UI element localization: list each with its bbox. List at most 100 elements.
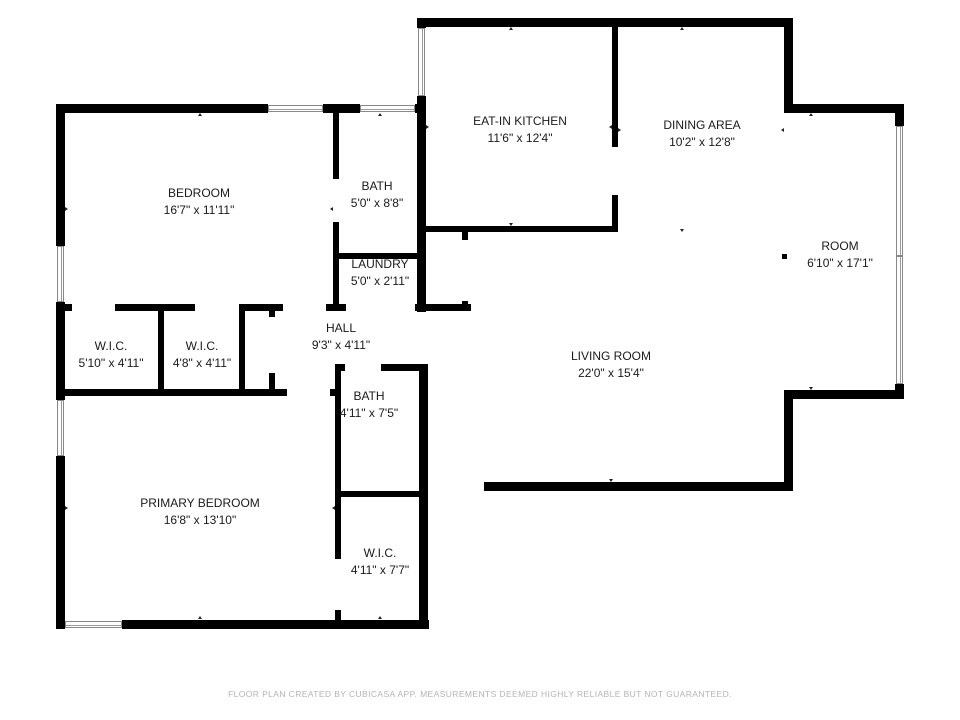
window bbox=[65, 621, 122, 628]
wall bbox=[422, 226, 618, 232]
room-name: HALL bbox=[325, 321, 357, 335]
wall bbox=[326, 304, 346, 311]
room-name: ROOM bbox=[821, 239, 859, 253]
measure-marker bbox=[65, 207, 68, 211]
room-name: EAT-IN KITCHEN bbox=[473, 114, 567, 128]
wall bbox=[339, 253, 421, 259]
wall bbox=[330, 389, 339, 396]
wall bbox=[335, 364, 345, 371]
wall bbox=[56, 104, 65, 246]
measure-marker bbox=[65, 506, 68, 510]
room-dimensions: 5'0" x 2'11" bbox=[350, 274, 410, 288]
wall bbox=[333, 222, 339, 311]
measure-marker bbox=[198, 616, 202, 619]
wall bbox=[239, 304, 245, 394]
room-dimensions: 4'11" x 7'7" bbox=[350, 563, 410, 577]
room-label-bath-lower: BATH 4'11" x 7'5" bbox=[340, 388, 398, 422]
window bbox=[268, 105, 323, 112]
measure-marker bbox=[330, 207, 333, 211]
room-name: LIVING ROOM bbox=[570, 349, 652, 363]
measure-marker bbox=[680, 27, 684, 30]
wall bbox=[784, 390, 904, 399]
wall bbox=[417, 18, 793, 27]
room-name: PRIMARY BEDROOM bbox=[140, 496, 260, 510]
measure-marker bbox=[332, 506, 335, 510]
room-name: W.I.C. bbox=[94, 339, 128, 353]
room-dimensions: 16'8" x 13'10" bbox=[163, 513, 237, 527]
room-label-bath-upper: BATH 5'0" x 8'8" bbox=[351, 178, 403, 212]
window bbox=[418, 28, 425, 96]
wall bbox=[381, 364, 428, 371]
room-name: BATH bbox=[361, 179, 393, 193]
measure-marker bbox=[609, 479, 613, 482]
measure-marker bbox=[509, 223, 513, 226]
room-dimensions: 6'10" x 17'1" bbox=[807, 256, 873, 270]
room-label-room: ROOM 6'10" x 17'1" bbox=[807, 238, 873, 272]
wall bbox=[784, 390, 793, 491]
room-dimensions: 9'3" x 4'11" bbox=[311, 338, 371, 352]
measure-marker bbox=[426, 125, 429, 129]
wall bbox=[612, 195, 618, 232]
wall bbox=[335, 610, 341, 624]
wall bbox=[269, 311, 275, 317]
wall bbox=[239, 304, 283, 311]
measure-marker bbox=[198, 113, 202, 116]
disclaimer-footer: FLOOR PLAN CREATED BY CUBICASA APP. MEAS… bbox=[228, 689, 732, 699]
window bbox=[896, 126, 903, 256]
wall bbox=[784, 104, 904, 113]
room-name: W.I.C. bbox=[185, 339, 219, 353]
wall bbox=[333, 113, 339, 179]
wall bbox=[895, 104, 904, 126]
wall bbox=[424, 482, 428, 491]
wall bbox=[158, 304, 164, 394]
window bbox=[896, 256, 903, 384]
wall bbox=[462, 232, 468, 240]
room-dimensions: 22'0" x 15'4" bbox=[578, 366, 644, 380]
measure-marker bbox=[618, 128, 621, 132]
measure-marker bbox=[609, 125, 612, 129]
wall bbox=[335, 364, 341, 559]
measure-marker bbox=[509, 27, 513, 30]
room-label-wic-2: W.I.C. 4'8" x 4'11" bbox=[173, 338, 231, 372]
room-dimensions: 11'6" x 12'4" bbox=[487, 131, 553, 145]
measure-marker bbox=[809, 113, 813, 116]
measure-marker bbox=[378, 113, 382, 116]
room-label-wic-3: W.I.C. 4'11" x 7'7" bbox=[351, 545, 409, 579]
wall bbox=[341, 491, 428, 497]
room-dimensions: 4'8" x 4'11" bbox=[172, 356, 232, 370]
window bbox=[57, 246, 64, 302]
measure-marker bbox=[809, 387, 813, 390]
wall bbox=[269, 373, 275, 394]
wall bbox=[417, 96, 426, 312]
wall bbox=[115, 304, 195, 311]
wall bbox=[415, 304, 471, 311]
room-dimensions: 4'11" x 7'5" bbox=[339, 406, 399, 420]
window bbox=[57, 400, 64, 456]
wall bbox=[784, 18, 793, 113]
room-name: BATH bbox=[353, 389, 385, 403]
room-label-living-room: LIVING ROOM 22'0" x 15'4" bbox=[571, 348, 651, 382]
room-label-dining-area: DINING AREA 10'2" x 12'8" bbox=[663, 117, 740, 151]
wall bbox=[462, 301, 468, 311]
measure-marker bbox=[781, 128, 784, 132]
room-name: DINING AREA bbox=[663, 118, 741, 132]
wall bbox=[612, 18, 618, 147]
fixture-marker bbox=[782, 254, 787, 259]
room-label-eat-in-kitchen: EAT-IN KITCHEN 11'6" x 12'4" bbox=[473, 113, 567, 147]
room-label-hall: HALL 9'3" x 4'11" bbox=[312, 320, 370, 354]
window bbox=[360, 105, 415, 112]
room-label-wic-1: W.I.C. 5'10" x 4'11" bbox=[79, 338, 144, 372]
wall bbox=[56, 304, 72, 311]
wall bbox=[122, 620, 429, 629]
room-dimensions: 5'0" x 8'8" bbox=[350, 196, 404, 210]
wall bbox=[56, 104, 268, 113]
measure-marker bbox=[378, 616, 382, 619]
room-label-laundry: LAUNDRY 5'0" x 2'11" bbox=[351, 256, 409, 290]
room-dimensions: 16'7" x 11'11" bbox=[163, 203, 235, 217]
wall bbox=[484, 482, 793, 491]
room-label-bedroom: BEDROOM 16'7" x 11'11" bbox=[164, 185, 235, 219]
measure-marker bbox=[680, 229, 684, 232]
room-label-primary-bedroom: PRIMARY BEDROOM 16'8" x 13'10" bbox=[140, 495, 260, 529]
room-name: W.I.C. bbox=[363, 546, 397, 560]
